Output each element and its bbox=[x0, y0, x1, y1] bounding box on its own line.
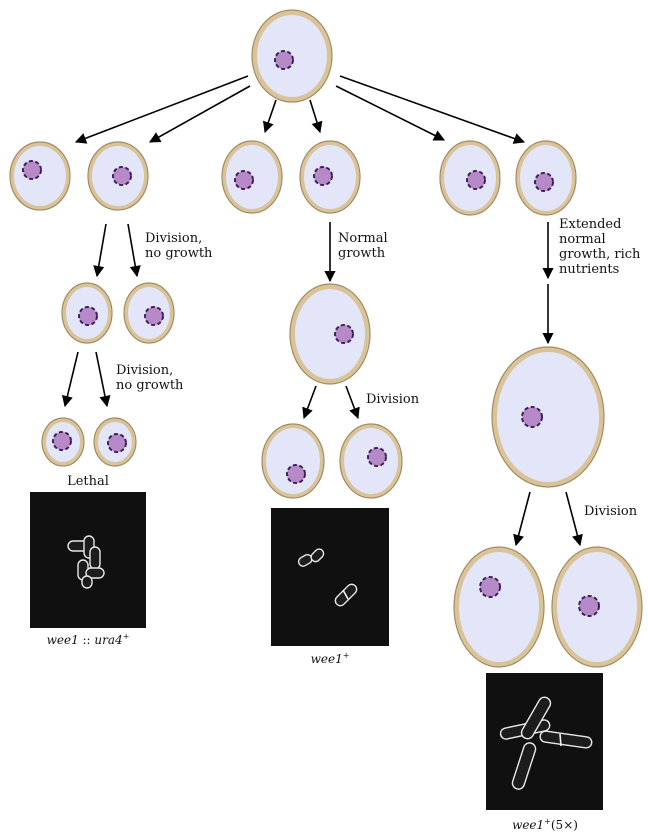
nucleus-icon bbox=[578, 595, 600, 617]
nucleus-icon bbox=[313, 166, 333, 186]
wildtype-caption: wee1+ bbox=[311, 651, 350, 666]
nucleus-icon bbox=[534, 172, 554, 192]
cell bbox=[491, 346, 605, 488]
cell bbox=[123, 282, 175, 344]
nucleus-icon bbox=[144, 306, 164, 326]
division-label: Division, no growth bbox=[116, 363, 184, 393]
nucleus-icon bbox=[479, 576, 501, 598]
overexpression-micrograph bbox=[486, 673, 603, 810]
nucleus-icon bbox=[78, 306, 98, 326]
division-label: Division bbox=[584, 504, 638, 519]
nucleus-icon bbox=[334, 324, 354, 344]
nucleus-icon bbox=[466, 170, 486, 190]
mutant-micrograph bbox=[30, 492, 146, 628]
extended-growth-label: Extended normal growth, rich nutrients bbox=[559, 217, 645, 277]
cell bbox=[339, 423, 403, 499]
nucleus-icon bbox=[274, 50, 294, 70]
cell bbox=[41, 417, 85, 467]
nucleus-icon bbox=[107, 433, 127, 453]
mutant-caption: wee1 :: ura4+ bbox=[47, 632, 130, 647]
cell bbox=[87, 141, 149, 211]
nucleus-icon bbox=[112, 166, 132, 186]
nucleus-icon bbox=[286, 464, 306, 484]
division-label: Division, no growth bbox=[145, 231, 213, 261]
normal-growth-label: Normal growth bbox=[338, 231, 392, 261]
wildtype-branch: Normal growth Division w bbox=[221, 140, 420, 666]
wildtype-micrograph bbox=[271, 508, 389, 646]
cell bbox=[551, 546, 643, 668]
cell bbox=[439, 140, 501, 216]
overexpression-branch: Extended normal growth, rich nutrients D… bbox=[439, 140, 645, 832]
parent-cell bbox=[251, 9, 333, 103]
cell bbox=[221, 140, 283, 214]
lethal-label: Lethal bbox=[67, 474, 109, 489]
cell bbox=[261, 423, 325, 499]
nucleus-icon bbox=[521, 406, 543, 428]
cell bbox=[93, 417, 137, 467]
cell bbox=[515, 140, 577, 216]
nucleus-icon bbox=[52, 431, 72, 451]
cell bbox=[289, 283, 371, 385]
nucleus-icon bbox=[22, 160, 42, 180]
parent-arrows bbox=[74, 75, 526, 144]
cell bbox=[9, 141, 71, 211]
cell bbox=[299, 140, 361, 214]
nucleus-icon bbox=[367, 447, 387, 467]
mutant-branch: Division, no growth Division, no growth bbox=[9, 141, 213, 647]
nucleus-icon bbox=[234, 170, 254, 190]
overexpression-caption: wee1+(5×) bbox=[512, 817, 578, 832]
division-label: Division bbox=[366, 392, 420, 407]
cell bbox=[61, 282, 113, 344]
cell bbox=[453, 546, 545, 668]
